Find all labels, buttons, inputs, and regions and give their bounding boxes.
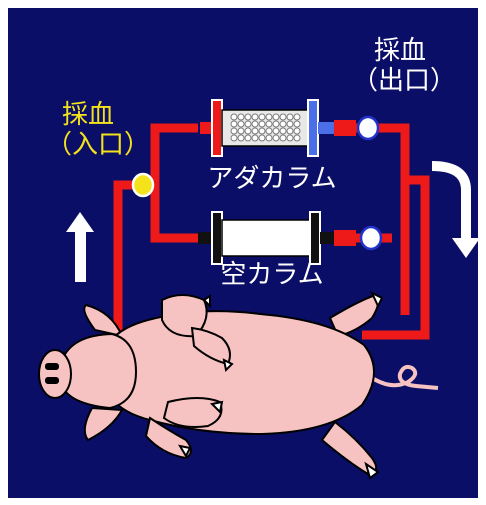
empty-column-label: 空カラム [220,260,324,290]
outlet-sampling-label-line1: 採血 [373,36,426,66]
empty-column-icon [198,211,356,265]
outlet-sampling-label: 採血 （出口） [352,36,457,96]
outlet-sampling-port-top [356,115,380,141]
inlet-sampling-label: 採血 （入口） [46,100,151,160]
inlet-sampling-label-line1: 採血 [61,100,114,130]
outlet-sampling-label-line2: （出口） [352,66,457,96]
flow-down-arrow-icon [431,161,480,258]
inlet-sampling-port [131,172,155,198]
inlet-sampling-label-line2: （入口） [46,130,151,160]
flow-up-arrow-icon [66,212,94,282]
pig-icon [38,290,439,480]
outlet-sampling-port-bottom [359,225,383,251]
adacolumn-icon [200,99,356,157]
adacolumn-label: アダカラム [207,164,337,194]
